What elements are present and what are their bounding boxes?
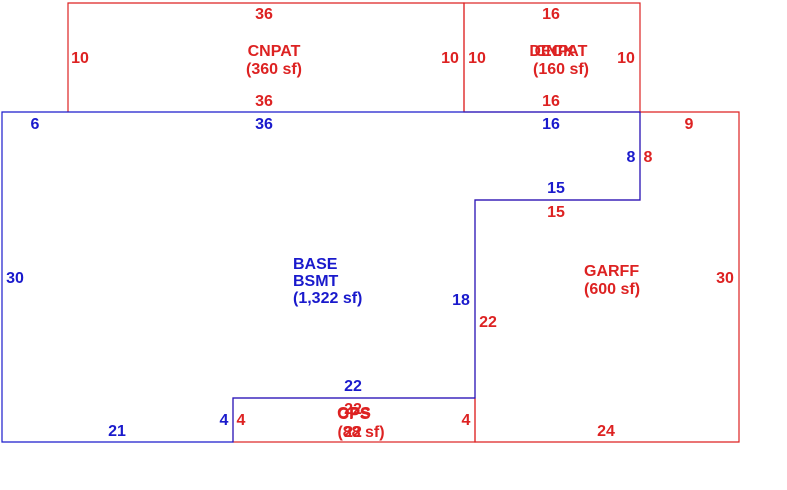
dim-deck-right: 10 [617,50,635,67]
dim-garff-left-upper: 8 [644,149,653,166]
dim-base-notch-left: 4 [220,412,229,429]
dim-base-left: 30 [6,270,24,287]
dim-garff-top: 9 [685,116,694,133]
base-sub-label: BSMT [293,273,339,290]
base-area-label: (1,322 sf) [293,290,362,307]
deck-code-label: DECK [529,43,575,60]
dim-garff-step: 15 [547,204,565,221]
deck-area-label: (160 sf) [533,61,589,78]
base-outline [1,111,641,443]
ops-code-label: OPS [337,405,371,422]
dim-cnpat-top: 36 [255,6,273,23]
dim-deck-bottom: 16 [542,93,560,110]
red-outlines [67,2,740,443]
dim-cnpat-left: 10 [71,50,89,67]
deck-overlap-label: CNPAT [535,43,588,60]
dim-base-top-mid: 36 [255,116,273,133]
dim-garff-right: 30 [716,270,734,287]
dim-ops-top-a: 22 [344,401,362,418]
dim-cnpat-bottom: 36 [255,93,273,110]
garff-code-label: GARFF [584,263,639,280]
dim-base-bottom-left: 21 [108,423,126,440]
dim-base-right-lower: 18 [452,292,470,309]
garff-area-label: (600 sf) [584,281,640,298]
dim-deck-left: 10 [468,50,486,67]
dim-base-notch-top: 22 [344,378,362,395]
dim-base-step: 15 [547,180,565,197]
dim-ops-right: 4 [462,412,471,429]
cnpat-area-label: (360 sf) [246,61,302,78]
dim-garff-bottom: 24 [597,423,615,440]
base-code-label: BASE [293,256,338,273]
dim-base-top-left: 6 [31,116,40,133]
dim-base-top-right: 16 [542,116,560,133]
ops-area-label: (88 sf) [337,424,384,441]
dim-base-right-upper: 8 [627,149,636,166]
dim-ops-top-b: 22 [344,424,362,441]
dim-deck-top: 16 [542,6,560,23]
ops-overlap-label: CPS [338,406,371,423]
dim-ops-left: 4 [237,412,246,429]
cnpat-code-label: CNPAT [248,43,301,60]
dim-garff-left-lower: 22 [479,314,497,331]
dim-cnpat-right: 10 [441,50,459,67]
